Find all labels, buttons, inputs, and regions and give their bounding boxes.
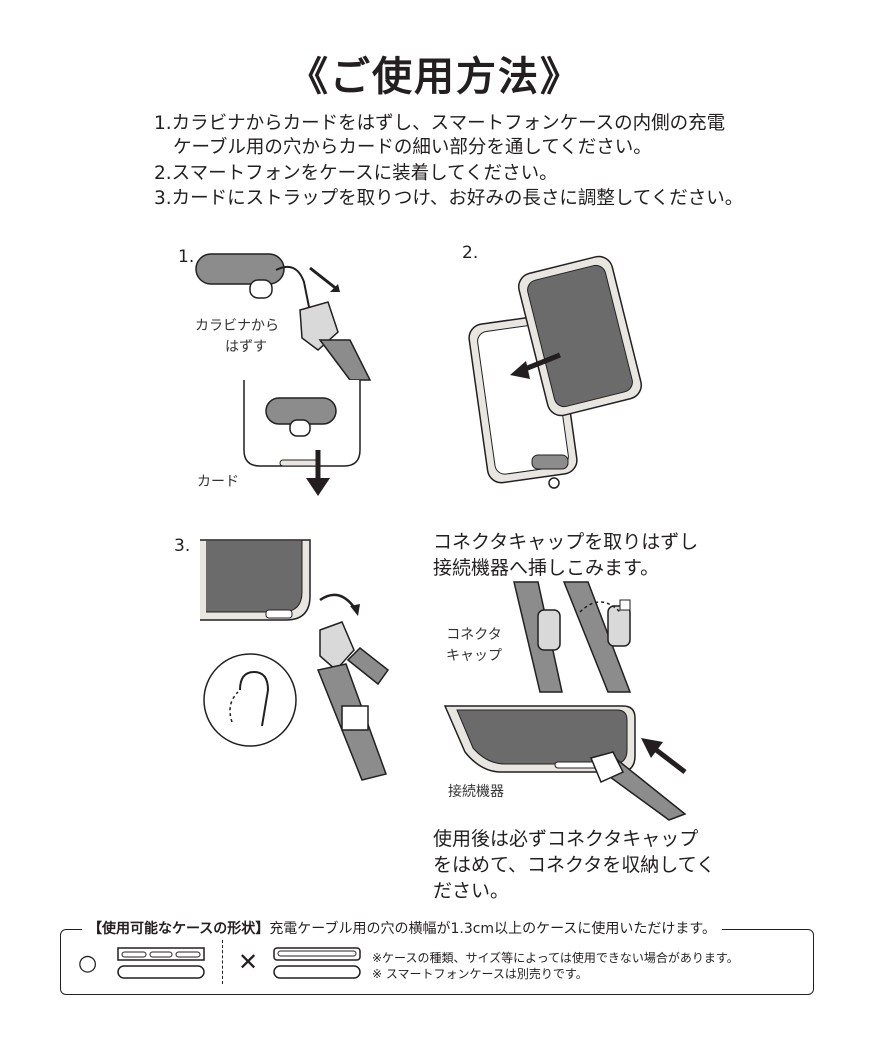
instruction-2: 2.スマートフォンをケースに装着してください。 xyxy=(154,163,558,184)
connector-cap-illustration xyxy=(513,581,632,693)
step-1-carabiner-illustration xyxy=(195,253,372,381)
footer-note-1: ※ケースの種類、サイズ等によっては使用できない場合があります。 xyxy=(372,951,739,965)
step-2-number: 2. xyxy=(462,243,479,263)
step-1-case-illustration xyxy=(243,380,361,496)
instruction-1b: ケーブル用の穴からカードの細い部分を通してください。 xyxy=(173,137,652,158)
page-title: 《ご使用方法》 xyxy=(288,54,582,100)
case-shape-heading: 【使用可能なケースの形状】充電ケーブル用の穴の横幅が1.3cm以上のケースに使用… xyxy=(82,918,722,938)
step-3-number: 3. xyxy=(174,536,191,556)
instruction-3: 3.カードにストラップを取りつけ、お好みの長さに調整してください。 xyxy=(154,188,744,209)
instruction-1a: 1.カラビナからカードをはずし、スマートフォンケースの内側の充電 xyxy=(154,113,726,134)
card-label: カード xyxy=(197,474,239,490)
step-2-phone-case-illustration xyxy=(468,255,643,489)
ng-case-shape-icon xyxy=(273,947,361,979)
step-1-number: 1. xyxy=(178,247,195,267)
footer-note-2: ※ スマートフォンケースは別売りです。 xyxy=(372,967,588,981)
step-3-strap-illustration xyxy=(200,539,390,781)
ng-mark: ✕ xyxy=(238,948,259,976)
connector-device-illustration xyxy=(443,705,687,821)
connector-after-note: 使用後は必ずコネクタキャップ をはめて、コネクタを収納してく ださい。 xyxy=(433,828,716,902)
ok-case-shape-icon xyxy=(117,947,205,979)
connector-cap-label: コネクタ キャップ xyxy=(446,627,502,664)
ok-mark: ○ xyxy=(78,951,98,976)
carabiner-label: カラビナから はずす xyxy=(195,318,279,355)
connector-device-label: 接続機器 xyxy=(448,784,504,800)
shape-divider xyxy=(222,940,223,984)
connector-lead: コネクタキャップを取りはずし 接続機器へ挿しこみます。 xyxy=(433,531,699,579)
